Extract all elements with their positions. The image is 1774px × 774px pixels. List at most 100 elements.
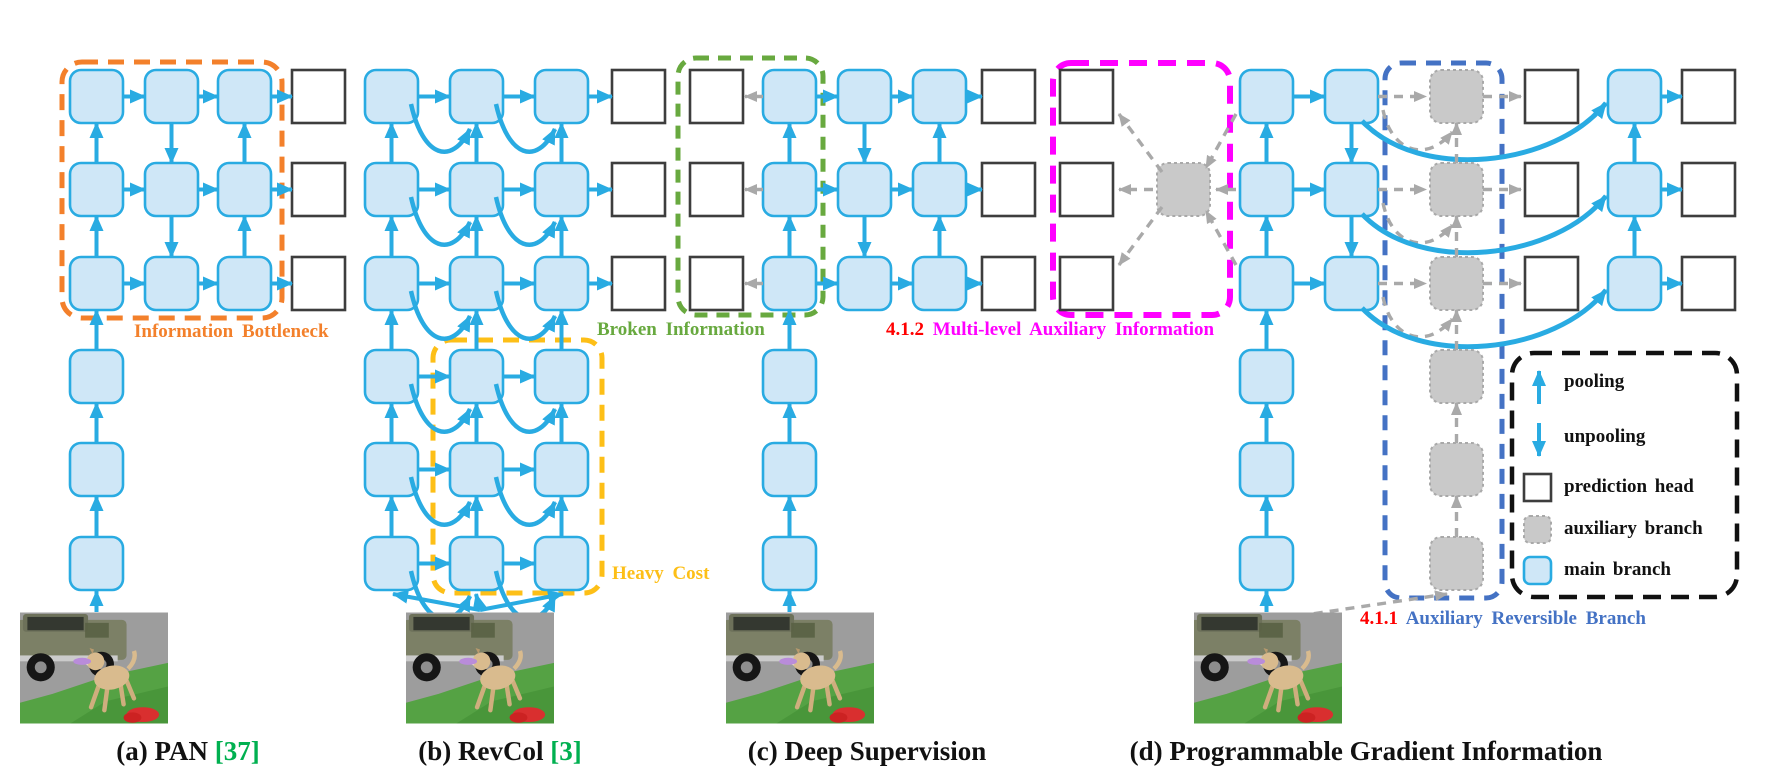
main-branch-block — [761, 255, 818, 312]
prediction-head-block — [688, 68, 745, 125]
legend-box — [1509, 350, 1740, 600]
prediction-head-block — [1058, 68, 1115, 125]
caption-a-text: (a) PAN — [116, 736, 208, 766]
main-branch-block — [836, 255, 893, 312]
prediction-head-block — [290, 68, 347, 125]
main-branch-block — [1323, 161, 1380, 218]
flow-curve — [493, 196, 558, 247]
flow-curve — [1360, 288, 1608, 350]
main-branch-swatch — [1522, 555, 1553, 586]
prediction-head-block — [290, 255, 347, 312]
main-branch-block — [363, 535, 420, 592]
main-branch-block — [68, 348, 125, 405]
section-number-412: 4.1.2 — [886, 319, 924, 340]
main-branch-block — [533, 161, 590, 218]
main-branch-block — [143, 161, 200, 218]
aux-reversible-text: Auxiliary Reversible Branch — [1405, 608, 1646, 629]
prediction-head-block — [290, 161, 347, 218]
flow-curve — [1360, 101, 1608, 163]
heavy-cost-label: Heavy Cost — [612, 563, 710, 584]
multi-level-aux-label: 4.1.2 Multi-level Auxiliary Information — [886, 319, 1214, 341]
main-branch-block — [448, 348, 505, 405]
flow-curve — [408, 103, 473, 154]
aux-branch-block — [1429, 162, 1484, 217]
main-branch-block — [68, 161, 125, 218]
main-branch-block — [448, 535, 505, 592]
flow-arrow — [472, 593, 487, 611]
prediction-head-block — [1680, 68, 1737, 125]
heavy-cost-box — [430, 337, 605, 596]
flow-arrow — [1204, 113, 1238, 169]
aux-reversible-label: 4.1.1 Auxiliary Reversible Branch — [1360, 608, 1646, 630]
flow-curve — [408, 196, 473, 247]
main-branch-block — [533, 255, 590, 312]
prediction-head-block — [688, 255, 745, 312]
input-image-c — [723, 613, 874, 724]
flow-curve — [1381, 109, 1454, 152]
main-branch-block — [761, 535, 818, 592]
legend-item-main-branch: main branch — [1564, 559, 1671, 580]
main-branch-block — [448, 441, 505, 498]
flow-curve — [1360, 194, 1608, 256]
main-branch-block — [363, 348, 420, 405]
main-branch-block — [68, 535, 125, 592]
main-branch-block — [448, 161, 505, 218]
information-bottleneck-label: Information Bottleneck — [134, 321, 329, 342]
main-branch-block — [216, 161, 273, 218]
main-branch-block — [363, 161, 420, 218]
main-branch-block — [911, 68, 968, 125]
main-branch-block — [911, 161, 968, 218]
main-branch-block — [761, 348, 818, 405]
main-branch-block — [1323, 68, 1380, 125]
caption-a-ref: [37] — [214, 736, 260, 766]
prediction-head-block — [610, 255, 667, 312]
prediction-head-block — [1058, 255, 1115, 312]
prediction-head-block — [610, 68, 667, 125]
flow-curve — [408, 290, 473, 341]
input-image-a — [17, 613, 168, 724]
flow-curve — [493, 103, 558, 154]
main-branch-block — [216, 68, 273, 125]
aux-branch-block — [1429, 442, 1484, 497]
prediction-head-block — [610, 161, 667, 218]
main-branch-block — [216, 255, 273, 312]
main-branch-block — [68, 441, 125, 498]
prediction-head-block — [1523, 255, 1580, 312]
flow-curve — [408, 383, 473, 434]
flow-curve — [493, 290, 558, 341]
flow-curve — [408, 476, 473, 527]
caption-c-text: (c) Deep Supervision — [747, 736, 987, 766]
input-image-d — [1191, 613, 1342, 724]
flow-arrow — [392, 589, 481, 612]
main-branch-block — [143, 255, 200, 312]
main-branch-block — [533, 441, 590, 498]
main-branch-block — [836, 161, 893, 218]
prediction-head-block — [1680, 161, 1737, 218]
aux-branch-block — [1429, 536, 1484, 591]
prediction-head-block — [1523, 161, 1580, 218]
aux-branch-block — [1156, 162, 1211, 217]
main-branch-block — [761, 68, 818, 125]
input-image-b — [403, 613, 554, 724]
main-branch-block — [1323, 255, 1380, 312]
legend-item-pooling: pooling — [1564, 371, 1625, 392]
caption-panel-d: (d) Programmable Gradient Information — [1130, 736, 1603, 767]
main-branch-block — [1606, 255, 1663, 312]
main-branch-block — [533, 68, 590, 125]
aux-branch-block — [1429, 69, 1484, 124]
main-branch-block — [1238, 535, 1295, 592]
flow-arrow — [1117, 205, 1164, 267]
main-branch-block — [448, 255, 505, 312]
broken-information-label: Broken Information — [597, 319, 765, 340]
main-branch-block — [1238, 68, 1295, 125]
prediction-head-block — [980, 161, 1037, 218]
main-branch-block — [448, 68, 505, 125]
main-branch-block — [363, 255, 420, 312]
main-branch-block — [68, 68, 125, 125]
prediction-head-block — [1680, 255, 1737, 312]
legend-item-prediction-head: prediction head — [1564, 476, 1694, 497]
flow-curve — [493, 383, 558, 434]
flow-arrow — [479, 589, 564, 612]
flow-curve — [1381, 202, 1454, 245]
